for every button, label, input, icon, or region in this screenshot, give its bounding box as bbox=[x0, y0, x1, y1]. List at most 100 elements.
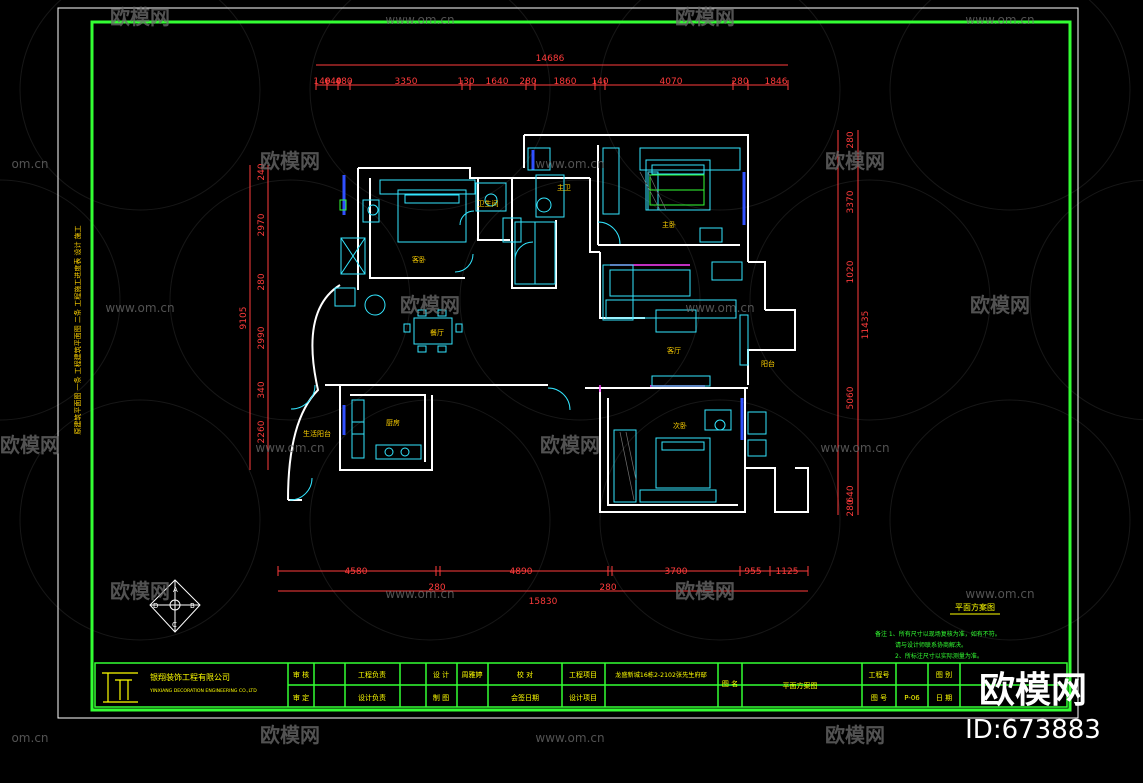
room-label-kitchen: 厨房 bbox=[386, 418, 400, 427]
watermark-text: 欧模网 bbox=[675, 5, 735, 29]
side-note-text: 原建筑平面图 一条 工程建筑平面图 二条 工程施工进度表 设计 施工 bbox=[73, 225, 82, 434]
dim-top-segment: 640 bbox=[324, 77, 341, 87]
tb-drawing-name: 平面方案图 bbox=[783, 681, 818, 690]
dim-top-segment: 280 bbox=[519, 77, 536, 87]
tb-sheet-no: P-06 bbox=[904, 694, 920, 702]
outer-sheet-border bbox=[57, 7, 1079, 719]
dim-bottom-segment: 4890 bbox=[510, 567, 533, 577]
watermark-layer bbox=[0, 0, 1143, 641]
dim-left-segment: 340 bbox=[257, 381, 267, 398]
tb-design: 设 计 bbox=[433, 670, 449, 679]
dim-right-segment: 5060 bbox=[846, 386, 856, 409]
side-notes: 原建筑平面图 一条 工程建筑平面图 二条 工程施工进度表 设计 施工 bbox=[73, 225, 82, 434]
watermark-text: 欧模网 bbox=[825, 149, 885, 173]
tb-project-design-label: 设计项目 bbox=[569, 693, 597, 702]
room-label-living: 客厅 bbox=[667, 346, 681, 355]
dim-top-segment: 130 bbox=[457, 77, 474, 87]
watermark-text: 欧模网 bbox=[110, 579, 170, 603]
room-label-guest-bedroom: 客卧 bbox=[412, 255, 426, 264]
dim-right-segment: 1020 bbox=[846, 260, 856, 283]
room-label-balcony: 阳台 bbox=[761, 359, 775, 368]
room-label-bathroom: 卫生间 bbox=[478, 199, 499, 208]
dim-left-segment: 280 bbox=[257, 273, 267, 290]
dim-overall-top: 14686 bbox=[536, 54, 565, 64]
tb-sheet-label: 图 号 bbox=[871, 694, 887, 702]
drawing-frame bbox=[90, 20, 1072, 712]
fixture-details bbox=[339, 174, 705, 211]
watermark-text: 欧模网 bbox=[110, 5, 170, 29]
watermark-text: www.om.cn bbox=[385, 13, 454, 27]
tb-designer-name: 周雅婷 bbox=[462, 670, 483, 679]
accent-lines bbox=[599, 264, 705, 392]
watermark-text: 欧模网 bbox=[825, 723, 885, 747]
dim-right-segment: 640 bbox=[846, 485, 856, 502]
tb-check: 校 对 bbox=[517, 670, 533, 679]
tb-design-lead: 设计负责 bbox=[358, 693, 386, 702]
furniture bbox=[289, 147, 767, 503]
compass-c: C bbox=[172, 621, 177, 629]
watermark-text: www.om.cn bbox=[535, 157, 604, 171]
north-compass bbox=[149, 579, 201, 633]
tb-project-name: 龙盛新城16栋2-2102张先生府邸 bbox=[615, 671, 707, 679]
company-name-en: YINXIANG DECORATION ENGINEERING CO.,LTD bbox=[149, 688, 257, 694]
room-label-master-bedroom: 主卧 bbox=[662, 220, 676, 229]
dim-bottom-segment: 4580 bbox=[345, 567, 368, 577]
dim-overall-bottom: 15830 bbox=[529, 597, 558, 607]
watermark-text: www.om.cn bbox=[255, 441, 324, 455]
dim-left-segment: 2260 bbox=[257, 420, 267, 443]
watermark-text: 欧模网 bbox=[540, 433, 600, 457]
watermark-text: om.cn bbox=[11, 731, 48, 745]
watermark-text: www.om.cn bbox=[105, 301, 174, 315]
windows bbox=[342, 150, 746, 440]
dim-bottom-segment: 1125 bbox=[776, 567, 799, 577]
watermark-text: 欧模网 bbox=[0, 433, 60, 457]
watermark-text: 欧模网 bbox=[675, 579, 735, 603]
dim-top-segment: 140 bbox=[591, 77, 608, 87]
dim-top-segment: 480 bbox=[335, 77, 352, 87]
compass-b: B bbox=[190, 602, 195, 610]
dim-right-segment: 280 bbox=[846, 131, 856, 148]
room-label-service-balcony: 生活阳台 bbox=[303, 429, 331, 438]
dim-right-segment: 280 bbox=[846, 499, 856, 516]
dim-bottom-segment: 3700 bbox=[665, 567, 688, 577]
tb-project-no-label: 工程号 bbox=[869, 670, 890, 679]
tb-category-label: 图 别 bbox=[936, 670, 952, 679]
watermark-text: 欧模网 bbox=[260, 723, 320, 747]
watermark-brand-large: 欧模网 bbox=[979, 670, 1087, 711]
dim-left-total: 9105 bbox=[239, 307, 249, 330]
tb-audit: 审 核 bbox=[293, 670, 309, 679]
company-logo bbox=[102, 672, 138, 703]
company-name: 银翔装饰工程有限公司 bbox=[150, 672, 230, 682]
note-line-2: 请与设计师联系协商解决。 bbox=[895, 641, 967, 649]
dim-left-segment: 2990 bbox=[257, 326, 267, 349]
watermark-text: www.om.cn bbox=[685, 301, 754, 315]
compass-d: D bbox=[153, 602, 158, 610]
dim-top-segment: 280 bbox=[731, 77, 748, 87]
tb-drawing: 制 图 bbox=[433, 693, 449, 702]
room-label-dining: 餐厅 bbox=[430, 328, 444, 337]
note-line-3: 2、所标注尺寸以实际测量为准。 bbox=[895, 652, 983, 660]
floor-plan-walls bbox=[287, 134, 809, 513]
tb-review: 审 定 bbox=[293, 693, 309, 702]
plan-title: 平面方案图 bbox=[955, 602, 995, 612]
dim-bottom-segment: 280 bbox=[428, 583, 445, 593]
closet-hatch bbox=[619, 171, 667, 501]
dimension-lines bbox=[249, 64, 859, 592]
dim-right-segment: 3370 bbox=[846, 190, 856, 213]
watermark-text: www.om.cn bbox=[535, 731, 604, 745]
compass-a: A bbox=[173, 586, 178, 594]
tb-project-lead: 工程负责 bbox=[358, 670, 386, 679]
dim-top-segment: 1860 bbox=[554, 77, 577, 87]
note-line-1: 备注 1、所有尺寸以现场复核为准，如有不符。 bbox=[875, 630, 1001, 638]
tb-date-label: 日 期 bbox=[936, 694, 952, 702]
dim-top-segment: 140 bbox=[313, 77, 330, 87]
room-label-master-bath: 主卫 bbox=[557, 183, 571, 192]
watermark-text: www.om.cn bbox=[965, 587, 1034, 601]
dim-right-total: 11435 bbox=[861, 311, 871, 340]
tb-drawing-name-label: 图 名 bbox=[722, 679, 738, 688]
watermark-text-layer: 欧模网 www.om.cn 欧模网 www.om.cn om.cn 欧模网 www.om.c… bbox=[0, 5, 1035, 747]
watermark-text: 欧模网 bbox=[970, 293, 1030, 317]
tb-contract-date: 会签日期 bbox=[511, 693, 539, 702]
dim-top-segment: 3350 bbox=[395, 77, 418, 87]
